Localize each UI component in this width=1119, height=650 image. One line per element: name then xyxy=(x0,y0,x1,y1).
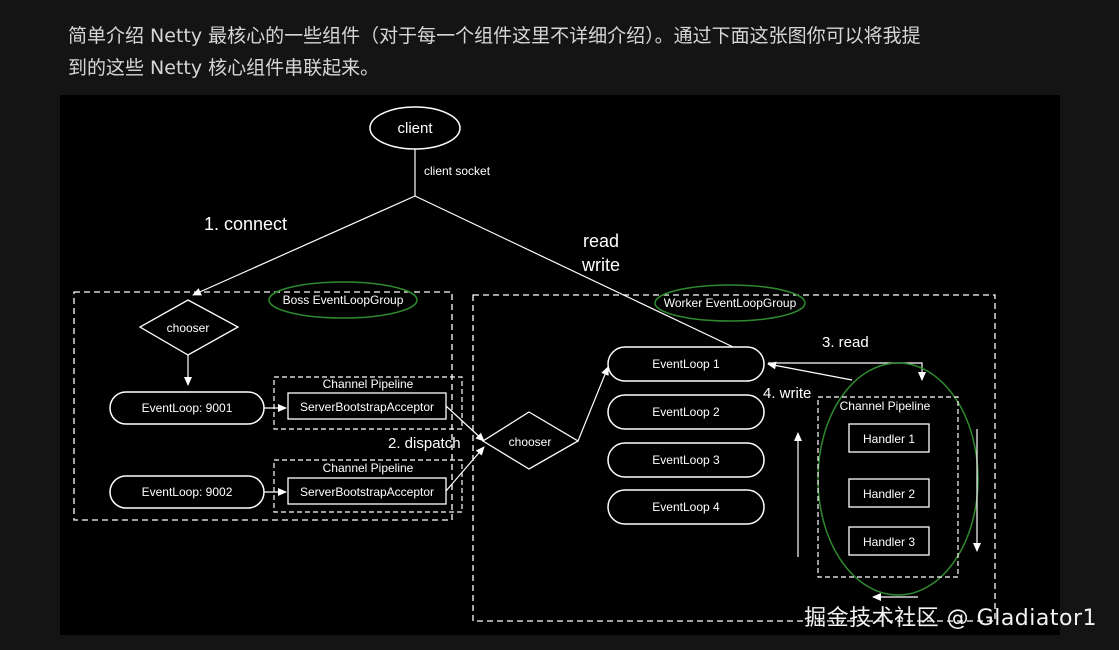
client-label: client xyxy=(397,120,433,137)
connect-arrow xyxy=(192,195,416,296)
acceptor-box-1-label: ServerBootstrapAcceptor xyxy=(300,400,434,414)
step3-label: 3. read xyxy=(822,334,869,351)
worker-eventloop-1 xyxy=(607,346,765,382)
worker-chooser-diamond xyxy=(481,411,580,470)
worker-eventloop-3 xyxy=(607,442,765,478)
handler-3-box xyxy=(848,526,930,556)
worker-eventloop-2-label: EventLoop 2 xyxy=(652,405,720,419)
intro-line-2: 到的这些 Netty 核心组件串联起来。 xyxy=(68,57,380,79)
read-label: read xyxy=(583,231,619,251)
watermark: 掘金技术社区 @ Gladiator1 xyxy=(804,606,1097,631)
intro-paragraph: 简单介绍 Netty 最核心的一些组件（对于每一个组件这里不详细介绍）。通过下面… xyxy=(68,20,1028,84)
connect-label: 1. connect xyxy=(204,214,287,234)
boss-chooser-label: chooser xyxy=(167,321,210,335)
worker-pipeline-title: Channel Pipeline xyxy=(840,399,931,413)
worker-eventloop-2 xyxy=(607,394,765,430)
acceptor-box-2-label: ServerBootstrapAcceptor xyxy=(300,485,434,499)
intro-line-1: 简单介绍 Netty 最核心的一些组件（对于每一个组件这里不详细介绍）。通过下面… xyxy=(68,25,921,47)
handler-1-label: Handler 1 xyxy=(863,432,915,446)
step4-label: 4. write xyxy=(763,385,811,402)
worker-eventloop-4 xyxy=(607,489,765,525)
worker-pipeline-ellipse xyxy=(817,362,979,596)
dispatch-label: 2. dispatch xyxy=(388,435,461,452)
boss-group-label: Boss EventLoopGroup xyxy=(283,293,404,307)
boss-group-ellipse xyxy=(268,281,418,319)
worker-eventloop-1-label: EventLoop 1 xyxy=(652,357,720,371)
diagram-canvas: client client socket 1. connect read wri… xyxy=(73,106,996,622)
worker-chooser-label: chooser xyxy=(509,435,552,449)
boss-eventloop-9002-label: EventLoop: 9002 xyxy=(142,485,233,499)
chooser-to-eventloop1-arrow xyxy=(577,366,609,442)
worker-group-ellipse xyxy=(654,284,806,322)
handler-3-label: Handler 3 xyxy=(863,535,915,549)
worker-group-frame xyxy=(472,294,996,622)
boss-pipeline-1-title: Channel Pipeline xyxy=(323,377,414,391)
boss-pipeline-2-title: Channel Pipeline xyxy=(323,461,414,475)
handler-2-label: Handler 2 xyxy=(863,487,915,501)
dispatch-arrow-2 xyxy=(445,446,485,492)
write-path-arrow xyxy=(767,361,853,381)
netty-architecture-diagram: client client socket 1. connect read wri… xyxy=(60,95,1060,635)
client-socket-label: client socket xyxy=(424,164,491,178)
handler-1-box xyxy=(848,423,930,453)
acceptor-box-1 xyxy=(287,392,447,420)
write-label: write xyxy=(581,255,620,275)
boss-group-frame xyxy=(73,291,453,521)
handler-2-box xyxy=(848,478,930,508)
worker-eventloop-4-label: EventLoop 4 xyxy=(652,500,720,514)
dispatch-arrow-1 xyxy=(445,405,485,442)
read-path-arrow xyxy=(768,362,926,381)
worker-eventloop-3-label: EventLoop 3 xyxy=(652,453,720,467)
boss-eventloop-9001-label: EventLoop: 9001 xyxy=(142,401,233,415)
read-write-arrow xyxy=(414,195,751,356)
worker-group-label: Worker EventLoopGroup xyxy=(664,296,797,310)
